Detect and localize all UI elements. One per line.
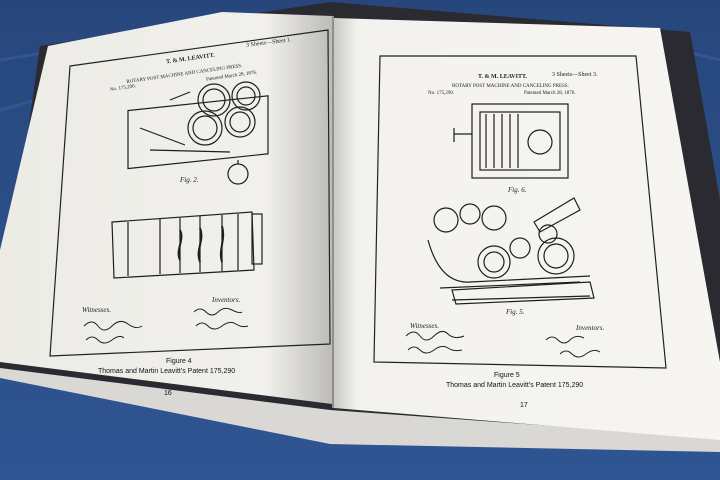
- right-header-sheet: 3 Sheets—Sheet 3.: [552, 72, 598, 78]
- left-caption-figure: Figure 4: [166, 358, 192, 365]
- right-patent-frame: [373, 55, 667, 369]
- right-machine-drawing-top: [453, 103, 569, 179]
- left-patent-frame: [49, 29, 331, 357]
- right-witnesses-label: Witnesses.: [410, 322, 439, 330]
- right-page-number: 17: [520, 402, 528, 409]
- right-header-title: ROTARY POST MACHINE AND CANCELING PRESS.: [452, 84, 569, 89]
- right-caption-figure: Figure 5: [494, 372, 520, 379]
- left-signatures: [83, 307, 249, 344]
- left-page: [0, 12, 332, 404]
- left-witnesses-label: Witnesses.: [82, 306, 111, 314]
- left-inventors-label: Inventors.: [212, 296, 241, 304]
- right-fig-lower-label: Fig. 5.: [506, 308, 525, 316]
- left-caption-text: Thomas and Martin Leavitt's Patent 175,2…: [98, 368, 236, 375]
- left-machine-drawing-top: [127, 81, 269, 185]
- right-page: [334, 18, 720, 440]
- right-fig-upper-label: Fig. 6.: [508, 186, 527, 194]
- right-header-names: T. & M. LEAVITT.: [478, 74, 528, 80]
- right-inventors-label: Inventors.: [576, 324, 605, 332]
- right-signatures: [405, 330, 601, 358]
- right-header-patent-no: No. 175,290.: [428, 91, 455, 96]
- right-caption-text: Thomas and Martin Leavitt's Patent 175,2…: [446, 382, 584, 389]
- right-header-date: Patented March 28, 1876.: [524, 91, 576, 96]
- left-fig-label: Fig. 2.: [180, 176, 199, 184]
- right-machine-drawing-bottom: [427, 197, 595, 305]
- left-page-number: 16: [164, 390, 172, 397]
- left-machine-drawing-bottom: [111, 211, 263, 279]
